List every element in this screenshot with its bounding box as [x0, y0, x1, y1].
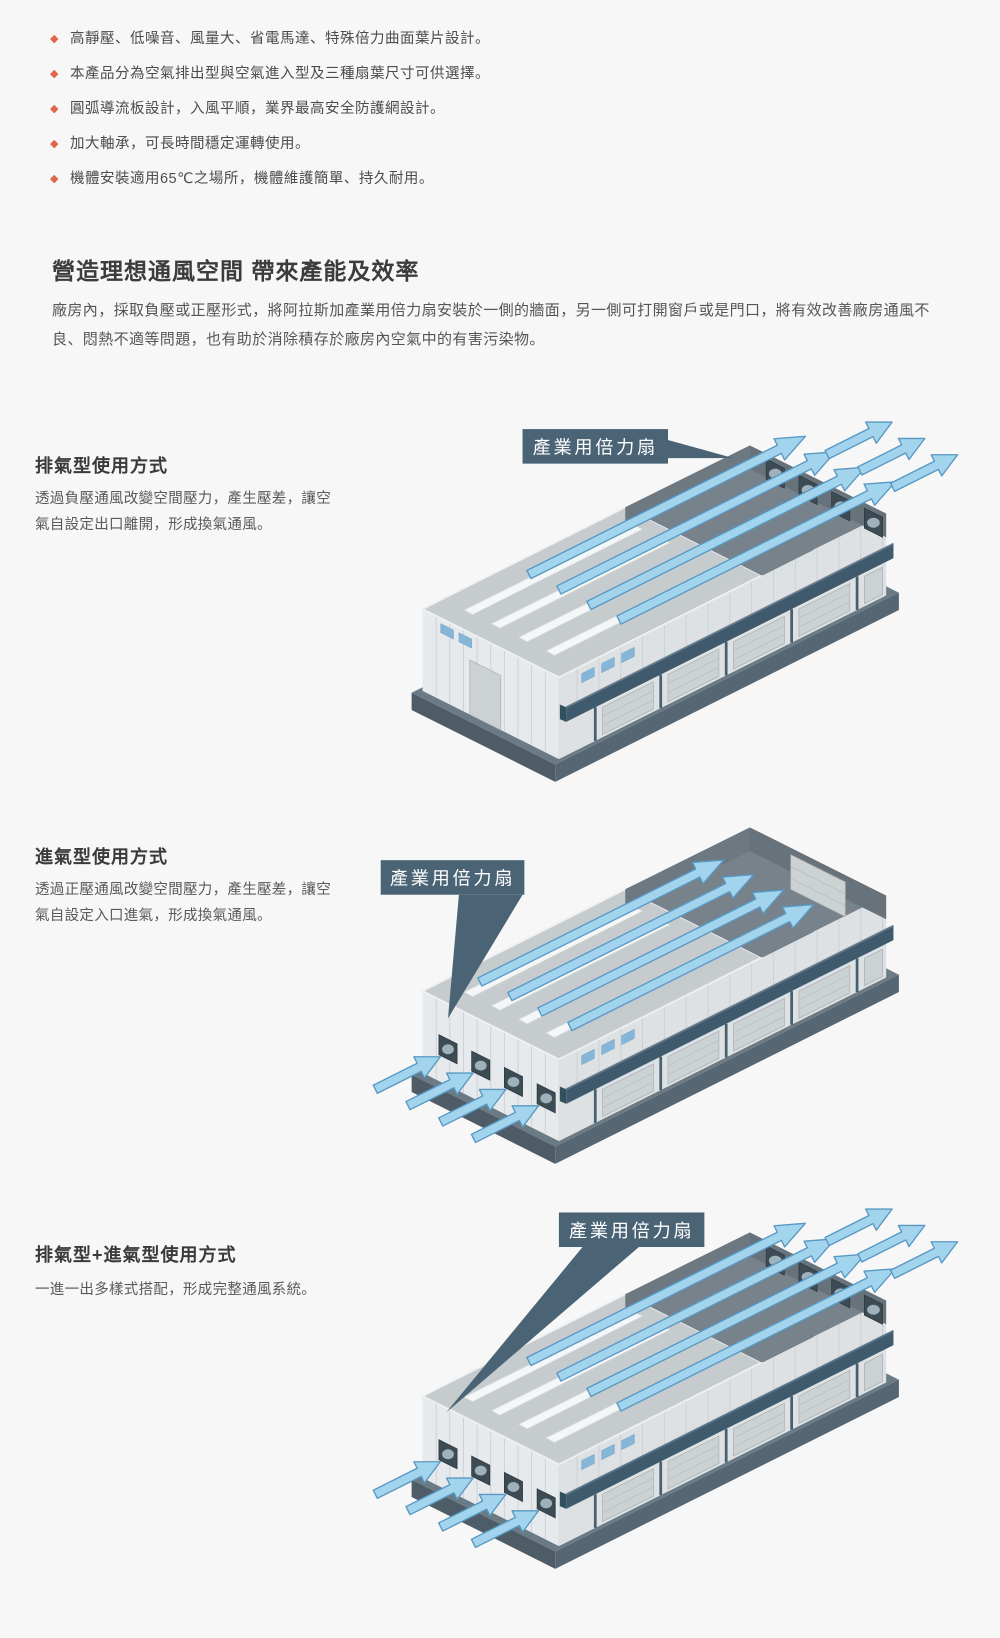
interior-roller-door [790, 854, 846, 918]
feature-item: ◆ 加大軸承，可長時間穩定運轉使用。 [50, 127, 490, 162]
callout-label: 產業用倍力扇 [569, 1221, 694, 1241]
roller-doors [602, 566, 883, 736]
diamond-bullet-icon: ◆ [50, 103, 59, 115]
intake-fans [438, 1034, 556, 1114]
warehouse-illustration-exhaust: 產業用倍力扇 [411, 421, 959, 782]
feature-text: 圓弧導流板設計，入風平順，業界最高安全防護網設計。 [69, 101, 445, 117]
intake-fans [438, 1439, 556, 1519]
fan-callout: 產業用倍力扇 [522, 429, 734, 464]
fan-callout: 產業用倍力扇 [380, 860, 525, 1019]
exhaust-airflow-arrows [526, 421, 959, 625]
callout-label: 產業用倍力扇 [533, 438, 658, 458]
entrance-door [469, 659, 502, 731]
diamond-bullet-icon: ◆ [50, 138, 59, 150]
figure-combined-usage: 產業用倍力扇 [368, 1205, 968, 1569]
intro-paragraph: 廠房內，採取負壓或正壓形式，將阿拉斯加產業用倍力扇安裝於一側的牆面，另一側可打開… [52, 302, 930, 349]
window [458, 632, 472, 649]
diamond-bullet-icon: ◆ [50, 33, 59, 45]
feature-item: ◆ 本產品分為空氣排出型與空氣進入型及三種扇葉尺寸可供選擇。 [50, 57, 490, 92]
feature-bullet-list: ◆ 高靜壓、低噪音、風量大、省電馬達、特殊倍力曲面葉片設計。 ◆ 本產品分為空氣排出… [50, 22, 490, 197]
figure-exhaust-usage: 產業用倍力扇 [368, 418, 968, 782]
intake-airflow-arrows [372, 859, 815, 1144]
roller-doors [602, 1353, 883, 1523]
section-intake-body: 透過正壓通風改變空間壓力，產生壓差，讓空氣自設定入口進氣，形成換氣通風。 [35, 882, 331, 925]
front-windows [581, 646, 635, 684]
callout-box [380, 860, 525, 895]
window [440, 623, 454, 640]
callout-pointer [446, 1247, 639, 1413]
feature-item: ◆ 圓弧導流板設計，入風平順，業界最高安全防護網設計。 [50, 92, 490, 127]
section-combined-body: 一進一出多樣式搭配，形成完整通風系統。 [35, 1282, 317, 1298]
diamond-bullet-icon: ◆ [50, 68, 59, 80]
front-windows [581, 1028, 635, 1066]
roller-doors [602, 948, 883, 1118]
feature-text: 高靜壓、低噪音、風量大、省電馬達、特殊倍力曲面葉片設計。 [69, 31, 490, 47]
combined-airflow-arrows [372, 1208, 959, 1549]
callout-box [522, 429, 668, 464]
callout-pointer [448, 894, 523, 1019]
fan-callout: 產業用倍力扇 [446, 1212, 705, 1413]
feature-text: 機體安裝適用65℃之場所，機體維護簡單、持久耐用。 [69, 171, 434, 187]
callout-box [558, 1212, 705, 1247]
awning-canopy [559, 924, 894, 1123]
section-intake-heading: 進氣型使用方式 [35, 847, 168, 867]
awning-canopy [559, 542, 894, 741]
warehouse-illustration-combined: 產業用倍力扇 [372, 1208, 959, 1569]
feature-item: ◆ 機體安裝適用65℃之場所，機體維護簡單、持久耐用。 [50, 162, 490, 197]
section-exhaust-heading: 排氣型使用方式 [35, 456, 168, 476]
feature-item: ◆ 高靜壓、低噪音、風量大、省電馬達、特殊倍力曲面葉片設計。 [50, 22, 490, 57]
feature-text: 本產品分為空氣排出型與空氣進入型及三種扇葉尺寸可供選擇。 [69, 66, 490, 82]
front-windows [581, 1433, 635, 1471]
awning-canopy [559, 1329, 894, 1528]
diamond-bullet-icon: ◆ [50, 173, 59, 185]
figure-intake-usage: 產業用倍力扇 [368, 800, 968, 1164]
intro-title: 營造理想通風空間 帶來產能及效率 [52, 258, 420, 284]
callout-pointer [668, 440, 734, 459]
warehouse-illustration-intake: 產業用倍力扇 [372, 827, 899, 1164]
section-combined-heading: 排氣型+進氣型使用方式 [35, 1245, 237, 1265]
callout-label: 產業用倍力扇 [390, 869, 515, 889]
feature-text: 加大軸承，可長時間穩定運轉使用。 [69, 136, 310, 152]
section-exhaust-body: 透過負壓通風改變空間壓力，產生壓差，讓空氣自設定出口離開，形成換氣通風。 [35, 491, 331, 534]
